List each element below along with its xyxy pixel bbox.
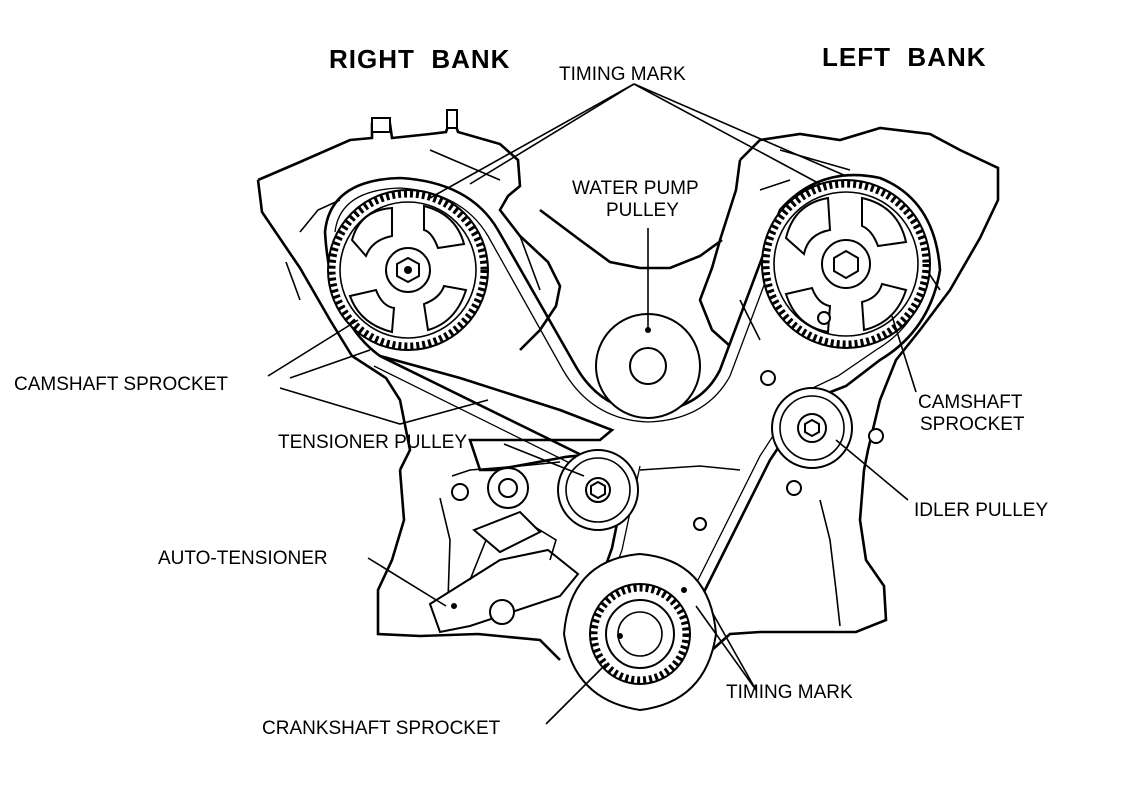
timing-mark-top-label: TIMING MARK xyxy=(559,64,686,85)
timing-mark-pointers xyxy=(429,83,847,691)
water-pump-pulley xyxy=(595,228,701,419)
leader-lines xyxy=(267,315,917,725)
engine-block-outline xyxy=(256,109,1000,661)
camshaft-sprocket-right xyxy=(327,189,489,351)
auto-tensioner-label: AUTO-TENSIONER xyxy=(158,548,328,569)
camshaft-bolt-left-icon xyxy=(833,249,859,280)
water-pump-label-line1: WATER PUMP xyxy=(572,178,699,199)
camshaft-sprocket-right-label: CAMSHAFT SPROCKET xyxy=(14,374,228,395)
timing-mark-bottom-label: TIMING MARK xyxy=(726,682,853,703)
camshaft-sprocket-left-label-line2: SPROCKET xyxy=(920,414,1025,435)
idler-pulley-label: IDLER PULLEY xyxy=(914,500,1048,521)
water-pump-label-line2: PULLEY xyxy=(606,200,679,221)
auto-tensioner xyxy=(428,510,580,634)
crankshaft-sprocket xyxy=(562,552,718,712)
idler-pulley xyxy=(760,370,884,496)
left-bank-label: LEFT BANK xyxy=(822,42,987,72)
right-bank-label: RIGHT BANK xyxy=(329,44,510,74)
tensioner-pulley xyxy=(451,449,707,584)
tensioner-pulley-label: TENSIONER PULLEY xyxy=(278,432,467,453)
camshaft-sprocket-left xyxy=(761,179,931,349)
crankshaft-sprocket-label: CRANKSHAFT SPROCKET xyxy=(262,718,501,739)
camshaft-sprocket-left-label-line1: CAMSHAFT xyxy=(918,392,1023,413)
